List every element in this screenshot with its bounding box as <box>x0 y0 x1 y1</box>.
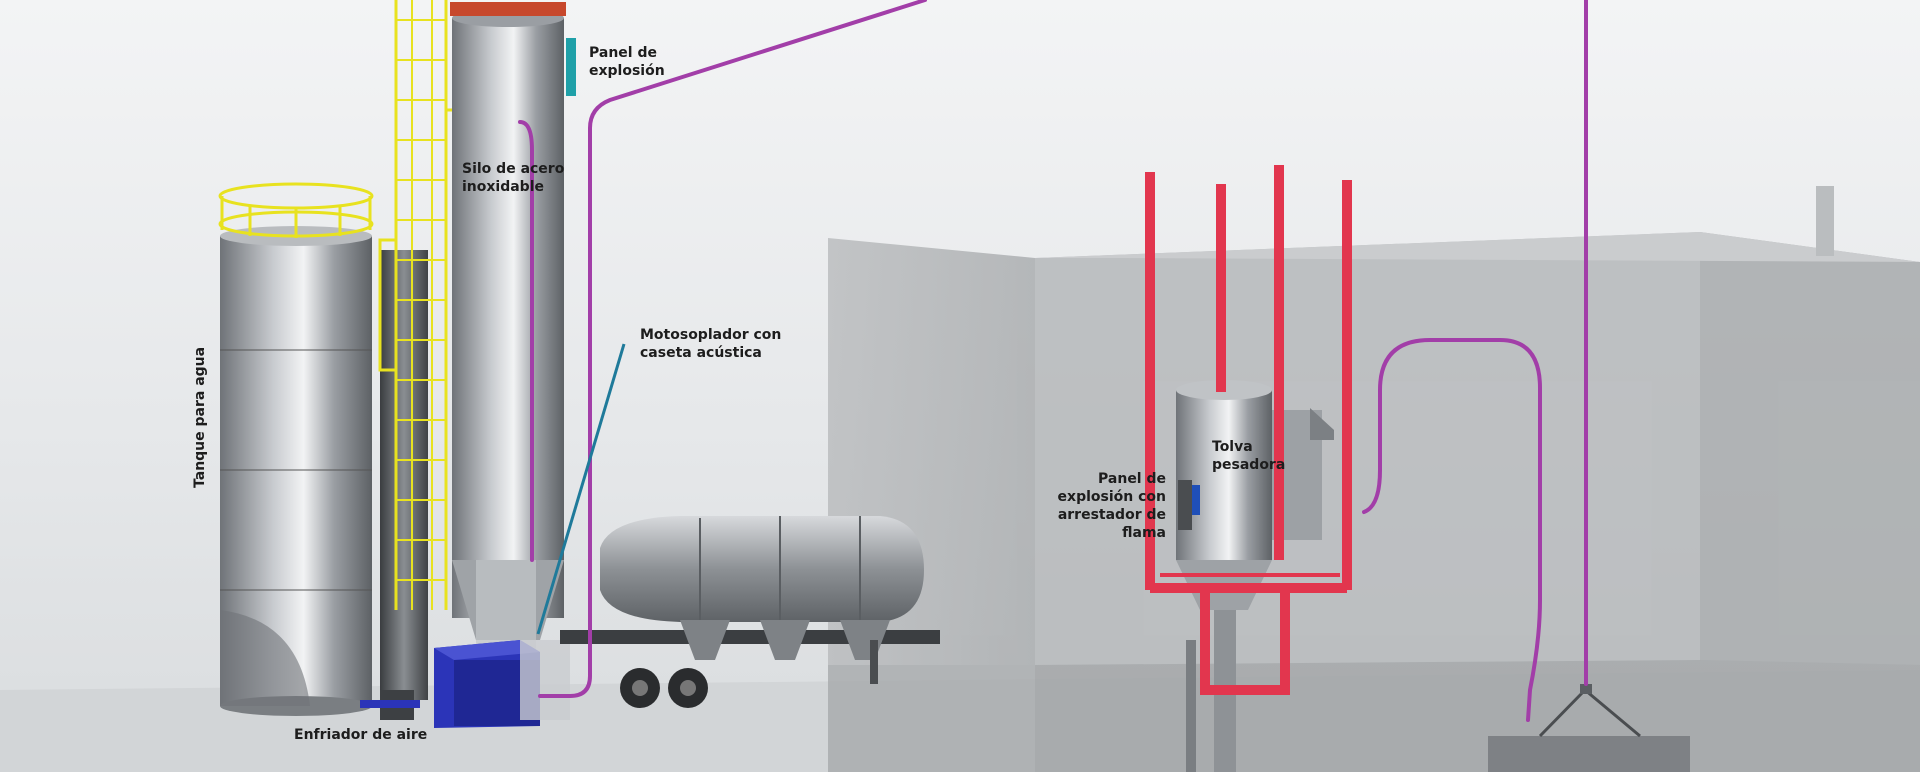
weighing-hopper <box>1176 380 1334 772</box>
label-silo: Silo de acero inoxidable <box>462 160 564 196</box>
air-cooler <box>360 690 420 720</box>
water-tank <box>218 182 374 716</box>
label-panel-explosion: Panel de explosión <box>589 44 665 80</box>
label-blower: Motosoplador con caseta acústica <box>640 326 781 362</box>
ladder <box>378 0 458 610</box>
label-line: inoxidable <box>462 179 544 195</box>
label-line: Motosoplador con <box>640 327 782 343</box>
support-column <box>380 250 428 700</box>
building-walls <box>828 186 1920 772</box>
receiver-bin <box>1488 684 1690 772</box>
label-line: flama <box>1122 525 1166 541</box>
label-line: Panel de <box>1098 471 1166 487</box>
label-line: pesadora <box>1212 457 1286 473</box>
label-hopper: Tolva pesadora <box>1212 438 1285 474</box>
label-line: explosión con <box>1057 489 1166 505</box>
label-line: Enfriador de aire <box>294 727 428 743</box>
label-line: Silo de acero <box>462 161 565 177</box>
label-line: Tolva <box>1212 439 1253 455</box>
bulk-trailer <box>560 516 940 708</box>
blower-box <box>434 640 570 728</box>
label-panel-flame-arrester: Panel de explosión con arrestador de fla… <box>1058 470 1166 542</box>
steel-silo <box>450 2 576 670</box>
leader-line <box>536 343 626 635</box>
label-water-tank: Tanque para agua <box>191 347 209 488</box>
red-frame <box>1145 165 1352 695</box>
label-line: caseta acústica <box>640 345 762 361</box>
label-line: Panel de <box>589 45 657 61</box>
label-air-cooler: Enfriador de aire <box>294 726 427 744</box>
label-line: Tanque para agua <box>192 346 208 488</box>
label-line: arrestador de <box>1057 507 1166 523</box>
conveying-pipes <box>518 0 1588 722</box>
label-line: explosión <box>589 63 665 79</box>
